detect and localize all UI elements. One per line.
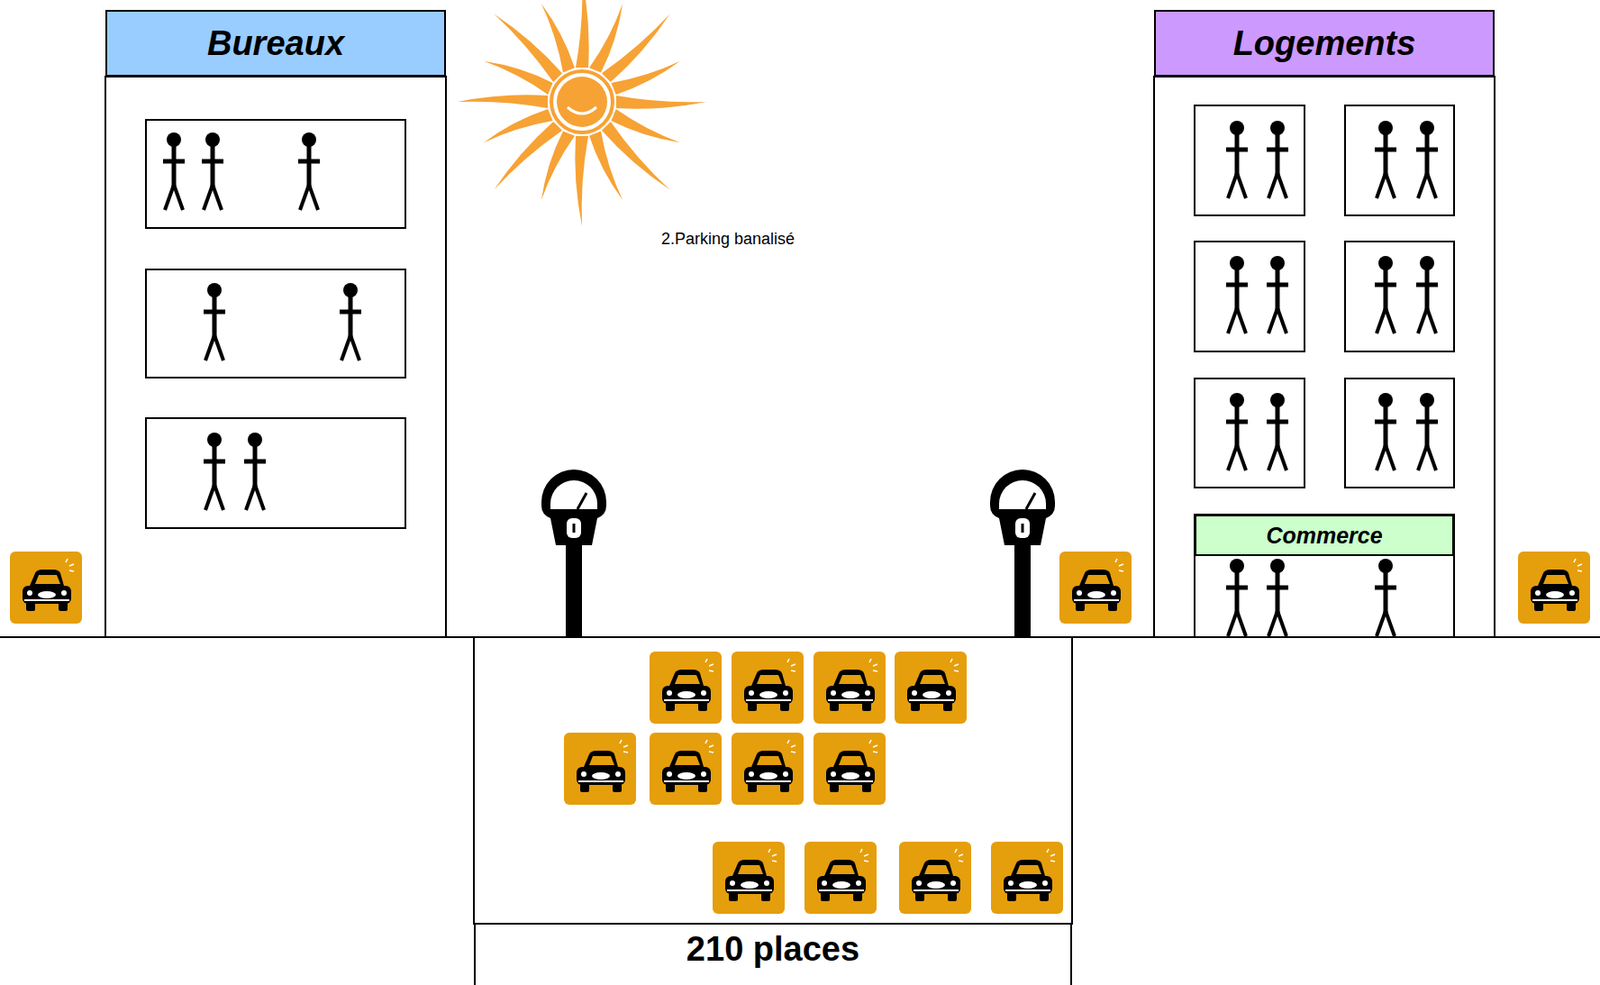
note-label: 2.Parking banalisé [661, 229, 795, 249]
housing-building [1154, 76, 1495, 637]
node-text: Commerce [1265, 522, 1382, 549]
office-building [105, 76, 446, 637]
building-header: Logements [1154, 9, 1495, 77]
capacity-box: 210 places [473, 922, 1073, 985]
building-header: Bureaux [105, 9, 446, 77]
sun [457, 0, 707, 227]
node-text: 210 places [686, 929, 860, 969]
parking-lot [473, 636, 1073, 924]
node-text: Bureaux [207, 24, 345, 64]
node-text: Logements [1233, 24, 1417, 64]
shop-header: Commerce [1194, 514, 1455, 556]
